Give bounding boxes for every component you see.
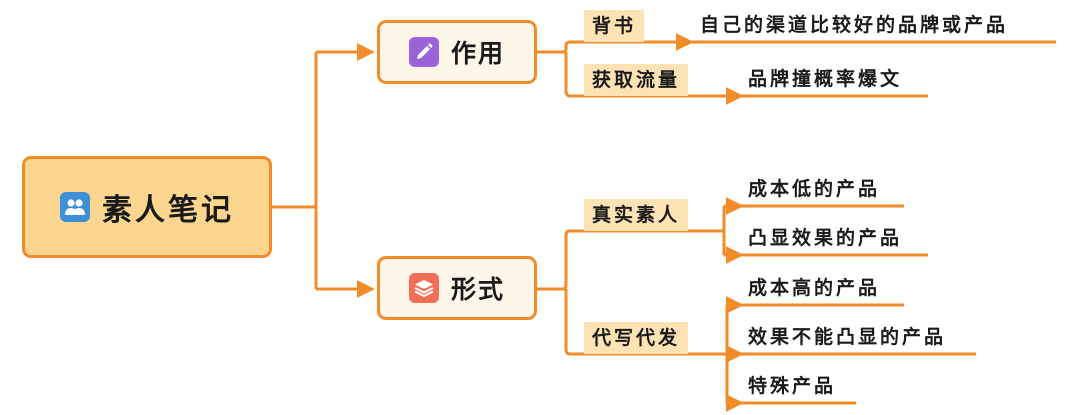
leaf-text: 成本低的产品 <box>748 178 881 200</box>
leaf-text: 特殊产品 <box>748 375 837 397</box>
leaf-text: 效果不能凸显的产品 <box>748 326 947 348</box>
root-link <box>272 52 318 289</box>
leaf-text: 凸显效果的产品 <box>748 227 903 249</box>
subtopic-zhenshi-suren: 真实素人 <box>584 199 689 231</box>
layers-icon <box>408 273 439 303</box>
root-node: 素人笔记 <box>22 156 272 258</box>
link-zy-sub <box>537 40 586 98</box>
branch-node-zuoyong: 作用 <box>377 20 537 84</box>
subtopic-daixie-daifa: 代写代发 <box>584 322 689 354</box>
leaf-text: 自己的渠道比较好的品牌或产品 <box>700 14 1009 36</box>
branch-label: 形式 <box>450 275 505 304</box>
subtopic-beishu: 背书 <box>584 10 645 42</box>
link-xs-sub <box>537 229 586 356</box>
people-icon <box>60 192 90 222</box>
leaf-text: 品牌撞概率爆文 <box>748 68 903 90</box>
branch-node-xingshi: 形式 <box>377 256 537 320</box>
leaf-text: 成本高的产品 <box>748 277 881 299</box>
zhenshi-tree <box>697 206 726 255</box>
subtopic-huoqu-liuliang: 获取流量 <box>584 64 689 96</box>
branch-label: 作用 <box>450 39 505 68</box>
root-label: 素人笔记 <box>102 193 234 228</box>
pen-icon <box>408 37 439 67</box>
